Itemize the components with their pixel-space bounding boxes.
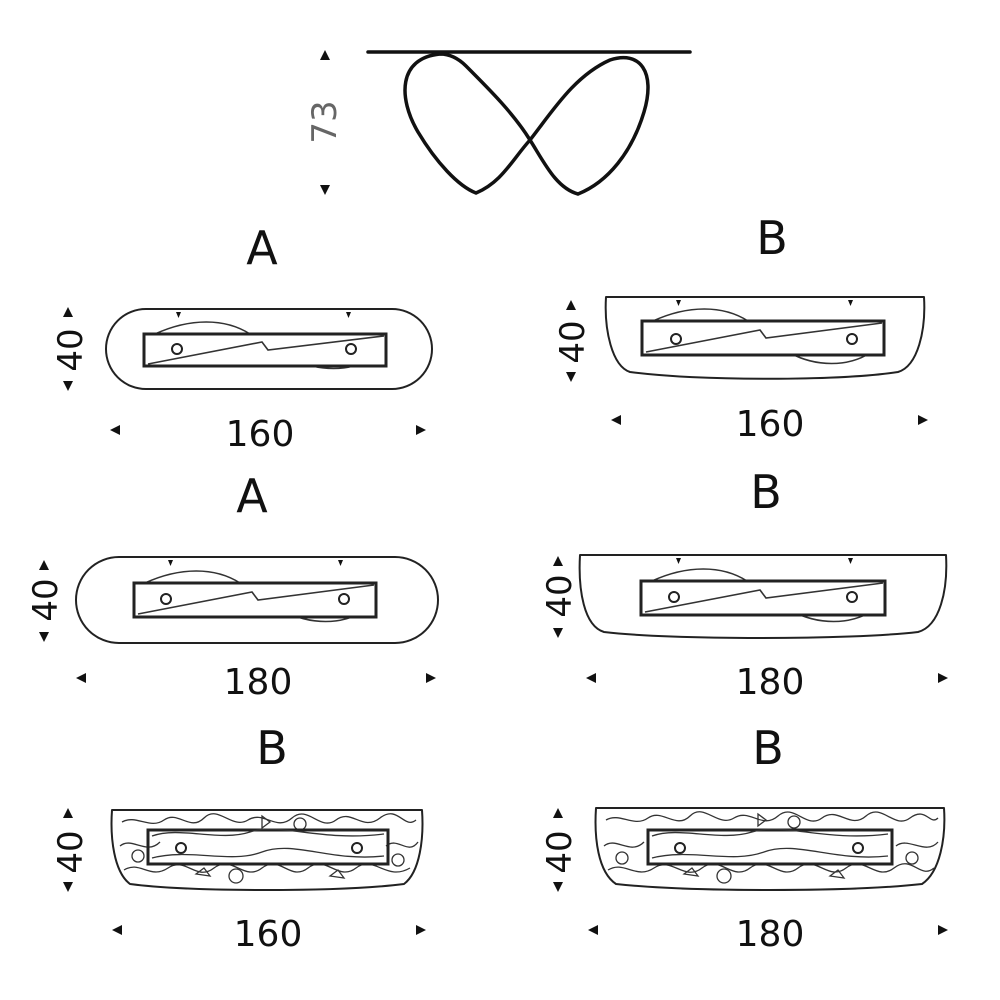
base-plan — [639, 568, 887, 623]
width-dimension-label: 160 — [226, 414, 295, 455]
bolt-right — [345, 343, 357, 355]
bolt-right — [338, 593, 350, 605]
width-arrow-right — [416, 425, 426, 435]
base-frame — [639, 579, 887, 617]
variant-letter: B — [750, 465, 782, 519]
table-top-outline — [578, 554, 948, 639]
depth-dimension-label: 40 — [51, 830, 91, 873]
width-arrow-left — [611, 415, 621, 425]
table-top-outline — [75, 556, 439, 644]
depth-arrow-down — [553, 882, 563, 892]
bolt-right — [852, 842, 864, 854]
width-arrow-right — [426, 673, 436, 683]
variant-letter: B — [752, 721, 784, 775]
width-arrow-left — [586, 673, 596, 683]
bolt-right — [846, 333, 858, 345]
floral-pattern — [603, 811, 939, 884]
width-arrow-left — [112, 925, 122, 935]
variant-b-180-patterned: B 40 180 — [540, 721, 948, 955]
base-plan — [146, 828, 390, 866]
height-dimension-label: 73 — [305, 100, 345, 143]
depth-arrow-up — [63, 307, 73, 317]
depth-dimension-label: 40 — [540, 574, 580, 617]
width-dimension-label: 160 — [234, 914, 303, 955]
table-top-outline — [604, 296, 926, 380]
depth-dimension-label: 40 — [540, 830, 580, 873]
depth-dimension-label: 40 — [553, 320, 593, 363]
base-plan — [132, 570, 378, 623]
bolt-right — [846, 591, 858, 603]
width-dimension-label: 160 — [736, 404, 805, 445]
width-arrow-right — [938, 673, 948, 683]
variant-b-180-tapered: B 40 180 — [540, 465, 948, 703]
width-arrow-left — [110, 425, 120, 435]
bolt-right — [351, 842, 363, 854]
depth-arrow-down — [566, 372, 576, 382]
width-arrow-right — [416, 925, 426, 935]
width-arrow-left — [76, 673, 86, 683]
variant-a-180-rounded: A 40 180 — [26, 469, 439, 703]
base-frame — [646, 828, 894, 866]
table-top-outline — [594, 807, 946, 891]
variant-b-160-patterned: B 40 160 — [51, 721, 426, 955]
depth-dimension-label: 40 — [26, 578, 66, 621]
height-arrow-up — [320, 50, 330, 60]
width-dimension-label: 180 — [736, 662, 805, 703]
depth-arrow-up — [553, 556, 563, 566]
bolt-left — [175, 842, 187, 854]
depth-arrow-down — [63, 381, 73, 391]
base-frame — [132, 581, 378, 619]
base-frame — [640, 319, 886, 357]
width-arrow-right — [938, 925, 948, 935]
figure-eight-base — [403, 52, 650, 196]
depth-arrow-down — [39, 632, 49, 642]
depth-arrow-up — [39, 560, 49, 570]
base-frame — [146, 828, 390, 866]
base-plan — [646, 828, 894, 866]
bolt-left — [670, 333, 682, 345]
width-dimension-label: 180 — [736, 914, 805, 955]
width-dimension-label: 180 — [224, 662, 293, 703]
table-top-outline — [110, 809, 424, 891]
depth-arrow-up — [566, 300, 576, 310]
variant-letter: A — [246, 221, 278, 275]
bolt-left — [171, 343, 183, 355]
bolt-left — [160, 593, 172, 605]
depth-arrow-down — [63, 882, 73, 892]
variant-b-160-tapered: B 40 160 — [553, 211, 928, 445]
side-elevation: 73 — [305, 50, 692, 196]
bolt-left — [668, 591, 680, 603]
variant-letter: A — [236, 469, 268, 523]
variant-a-160-rounded: A 40 160 — [51, 221, 433, 455]
bolt-left — [674, 842, 686, 854]
depth-arrow-up — [63, 808, 73, 818]
height-arrow-down — [320, 185, 330, 195]
width-arrow-right — [918, 415, 928, 425]
base-plan — [640, 308, 886, 365]
variant-letter: B — [756, 211, 788, 265]
depth-arrow-up — [553, 808, 563, 818]
width-arrow-left — [588, 925, 598, 935]
variant-letter: B — [256, 721, 288, 775]
base-plan — [142, 321, 388, 370]
depth-dimension-label: 40 — [51, 328, 91, 371]
floral-pattern — [119, 813, 419, 884]
table-top-outline — [105, 308, 433, 390]
depth-arrow-down — [553, 628, 563, 638]
